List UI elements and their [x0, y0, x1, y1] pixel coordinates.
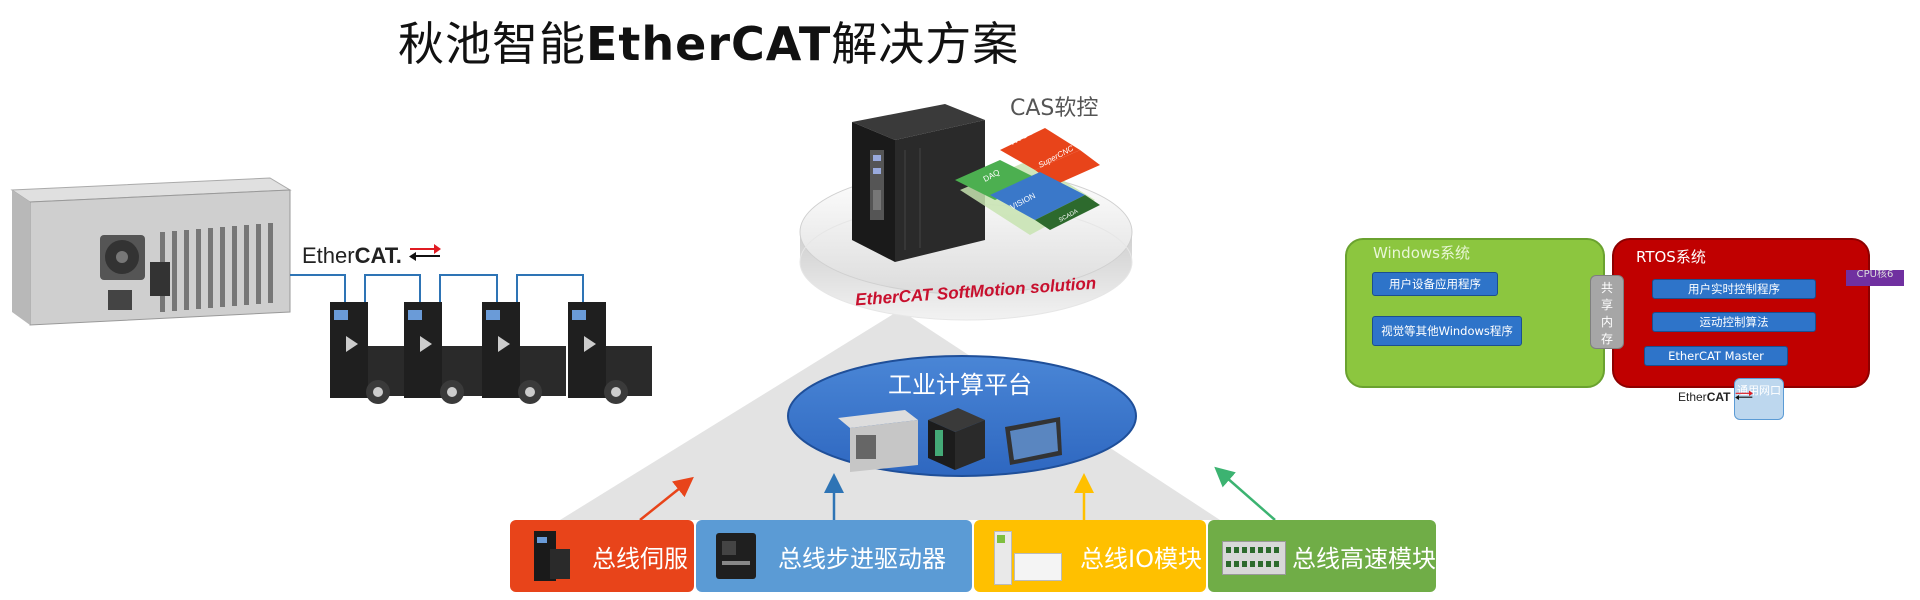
servo-drive-icon [528, 529, 574, 583]
shared-memory-char-3: 内 [1600, 315, 1613, 329]
highspeed-module-icon [1220, 529, 1286, 583]
arrow-servo [639, 476, 694, 521]
rtos-item-realtime-program: 用户实时控制程序 [1652, 279, 1816, 299]
ethercat-logo-small-cat: CAT [1706, 390, 1731, 404]
rtos-system-title: RTOS系统 [1636, 248, 1706, 266]
cpu-core-badge: CPU核6 [1846, 270, 1904, 286]
category-bus-highspeed[interactable]: 总线高速模块 [1208, 520, 1436, 592]
servo-drives-image [330, 302, 652, 404]
ethercat-logo-mark: . [395, 243, 402, 268]
rtos-item-motion-algorithm: 运动控制算法 [1652, 312, 1816, 332]
category-bus-io-label: 总线IO模块 [1080, 544, 1202, 573]
ethercat-small-arrows-icon [1734, 390, 1753, 400]
ethercat-network-lines [290, 274, 584, 306]
ethercat-logo: EtherCAT. [302, 243, 442, 269]
category-bus-stepper-label: 总线步进驱动器 [778, 544, 946, 573]
rack-pc-image [10, 177, 292, 326]
windows-system-title: Windows系统 [1373, 244, 1470, 262]
computing-platform-title: 工业计算平台 [888, 371, 1032, 399]
arrow-highspeed [1214, 466, 1276, 521]
ethercat-logo-small-ether: Ether [1678, 390, 1707, 404]
title-prefix: 秋池智能 [398, 17, 586, 71]
ethercat-logo-cat: CAT [354, 243, 396, 268]
title-bold: EtherCAT [586, 17, 832, 71]
windows-item-user-app: 用户设备应用程序 [1372, 272, 1498, 296]
windows-item-vision: 视觉等其他Windows程序 [1372, 316, 1522, 346]
category-bus-stepper[interactable]: 总线步进驱动器 [696, 520, 972, 592]
embedded-pc-image [852, 104, 985, 262]
category-bus-servo[interactable]: 总线伺服 [510, 520, 694, 592]
rtos-item-ethercat-master: EtherCAT Master [1644, 346, 1788, 366]
software-tiles [955, 128, 1100, 235]
title-suffix: 解决方案 [831, 17, 1020, 71]
stepper-driver-icon [714, 529, 760, 583]
io-module-icon [992, 529, 1062, 585]
shared-memory-box: 共 享 内 存 [1590, 275, 1624, 349]
shared-memory-char-2: 享 [1600, 298, 1613, 312]
cas-softcontrol-label: CAS软控 [1010, 96, 1099, 121]
shared-memory-char-1: 共 [1600, 281, 1613, 295]
category-bus-io[interactable]: 总线IO模块 [974, 520, 1206, 592]
ethercat-arrows-icon [409, 244, 441, 261]
windows-system-box: Windows系统 [1345, 238, 1605, 388]
ethercat-logo-small: EtherCAT [1678, 390, 1754, 404]
ethercat-logo-ether: Ether [302, 243, 355, 268]
network-port-box: 通用网口 [1734, 378, 1784, 420]
category-bus-highspeed-label: 总线高速模块 [1292, 544, 1436, 573]
page-title: 秋池智能EtherCAT解决方案 [398, 8, 1019, 74]
shared-memory-char-4: 存 [1600, 332, 1613, 346]
platform-devices-image [838, 408, 1062, 472]
category-bus-servo-label: 总线伺服 [592, 544, 688, 573]
